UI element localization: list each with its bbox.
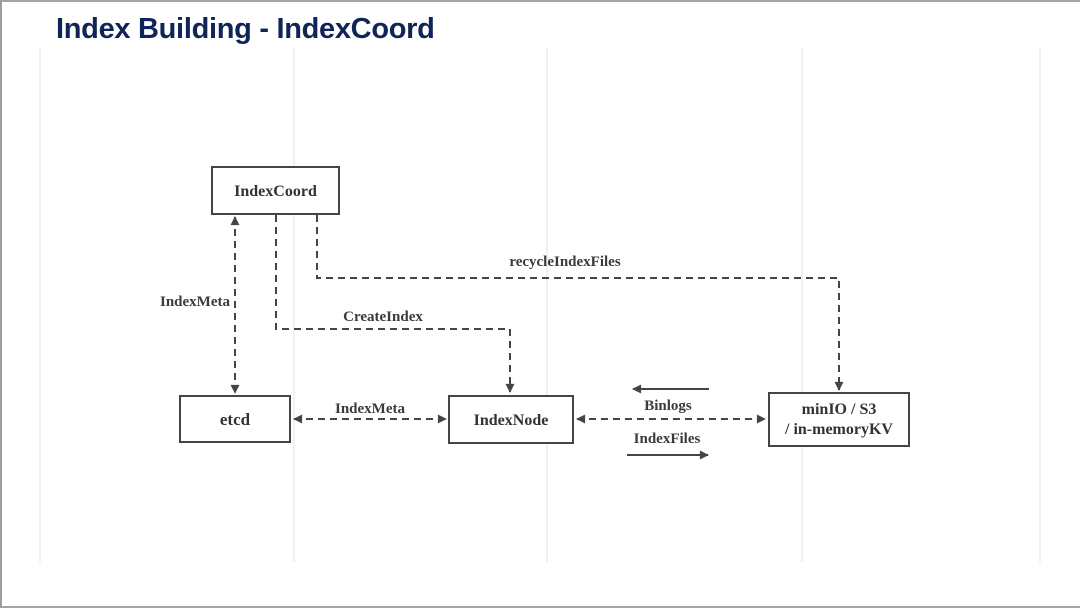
node-indexnode-label: IndexNode [474,412,549,429]
edge-label-indexmeta-horizontal: IndexMeta [335,401,405,417]
node-storage-label-line1: minIO / S3 [802,401,877,418]
edge-indexcoord-indexnode-createindex [275,215,515,393]
guide-line [39,48,41,562]
edge-label-indexfiles: IndexFiles [634,431,701,447]
guide-line [801,48,803,562]
guide-line [1039,48,1041,562]
slide-title: Index Building - IndexCoord [56,13,435,45]
edge-indexcoord-storage-recycleindexfiles [316,215,844,391]
node-storage: minIO / S3 / in-memoryKV [768,392,910,447]
node-etcd-label: etcd [220,410,251,429]
guide-line [293,48,295,562]
edge-label-indexmeta-vertical: IndexMeta [160,294,230,310]
node-storage-label-line2: / in-memoryKV [784,421,893,438]
edge-label-binlogs: Binlogs [644,398,692,414]
node-etcd: etcd [179,395,291,443]
edge-label-createindex: CreateIndex [343,309,423,325]
node-indexcoord-label: IndexCoord [234,183,317,200]
node-indexcoord: IndexCoord [211,166,340,215]
edge-label-recycleindexfiles: recycleIndexFiles [509,254,621,270]
guide-line [546,48,548,562]
node-indexnode: IndexNode [448,395,574,444]
